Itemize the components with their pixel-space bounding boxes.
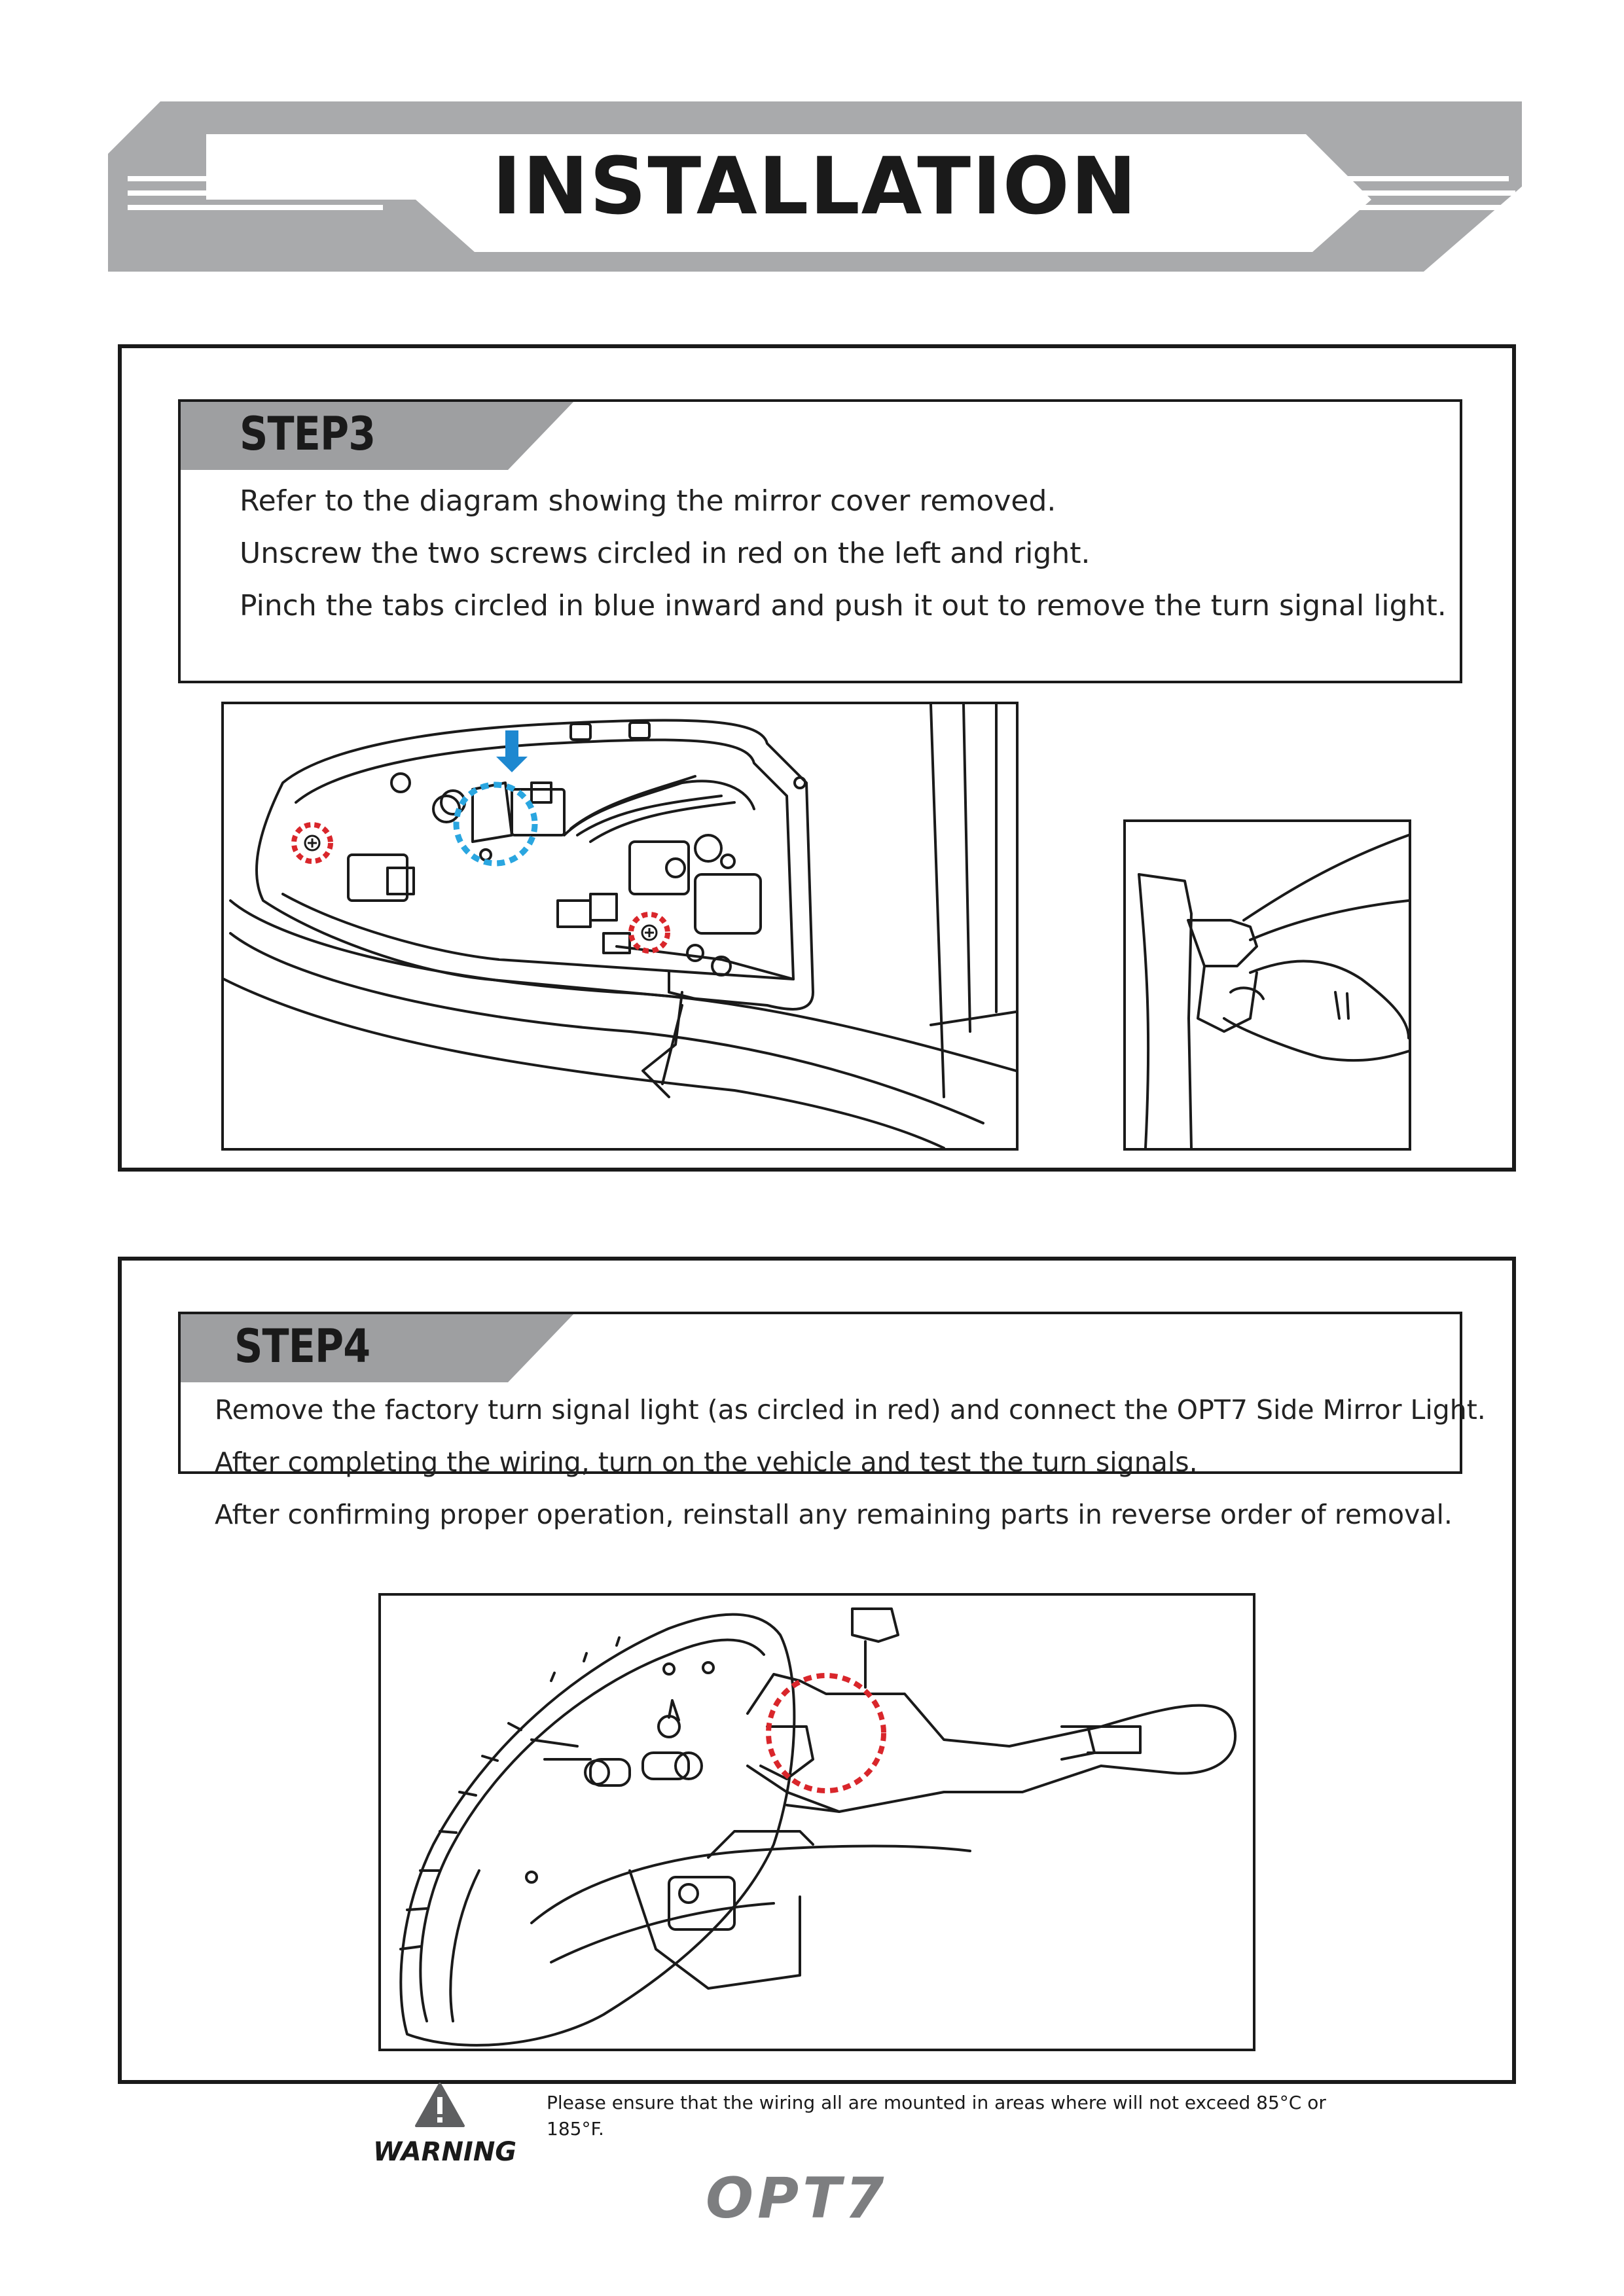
step3-highlights xyxy=(291,730,670,954)
step3-line: Unscrew the two screws circled in red on… xyxy=(240,537,1091,570)
step3-tab-shape xyxy=(181,402,573,470)
step3-detail-diagram xyxy=(1123,819,1411,1151)
opt7-logo: OPT7 xyxy=(706,2172,888,2224)
red-screw-circle-right xyxy=(628,912,670,954)
red-screw-circle-left xyxy=(291,822,333,864)
step3-panel: STEP3 Refer to the diagram showing the m… xyxy=(118,344,1516,1172)
logo-text: OPT7 xyxy=(706,2172,888,2224)
step4-highlights xyxy=(766,1673,886,1793)
step3-instructions: Refer to the diagram showing the mirror … xyxy=(240,475,1447,632)
red-connector-circle xyxy=(766,1673,886,1793)
page-title: INSTALLATION xyxy=(492,141,1138,232)
blue-arrow-icon xyxy=(496,730,528,772)
step3-label: STEP3 xyxy=(240,407,376,461)
step3-mirror-diagram xyxy=(221,702,1019,1151)
pinch-tab-detail-illustration xyxy=(1138,834,1409,1148)
warning-label: WARNING xyxy=(373,2137,517,2167)
header-banner: INSTALLATION xyxy=(108,101,1522,272)
step4-instructions-box: STEP4 Remove the factory turn signal lig… xyxy=(178,1312,1486,1530)
step4-line: Remove the factory turn signal light (as… xyxy=(215,1394,1486,1426)
step3-line: Refer to the diagram showing the mirror … xyxy=(240,484,1056,518)
step4-connector-diagram xyxy=(378,1593,1255,2051)
step3-instructions-box: STEP3 Refer to the diagram showing the m… xyxy=(178,399,1462,683)
step3-line: Pinch the tabs circled in blue inward an… xyxy=(240,589,1447,622)
step4-label: STEP4 xyxy=(234,1319,370,1373)
step4-tab-shape xyxy=(181,1314,573,1382)
mirror-cover-removed-illustration xyxy=(224,704,1016,1148)
warning-triangle-icon xyxy=(415,2083,465,2127)
step4-panel: STEP4 Remove the factory turn signal lig… xyxy=(118,1257,1516,2084)
warning-text: Please ensure that the wiring all are mo… xyxy=(547,2092,1326,2140)
turn-signal-connector-illustration xyxy=(399,1607,1236,2047)
step4-instructions: Remove the factory turn signal light (as… xyxy=(215,1384,1486,1541)
header-banner-shape xyxy=(108,101,1522,272)
blue-tab-circle xyxy=(453,781,538,867)
step4-line: After confirming proper operation, reins… xyxy=(215,1499,1453,1530)
step4-line: After completing the wiring, turn on the… xyxy=(215,1446,1198,1478)
